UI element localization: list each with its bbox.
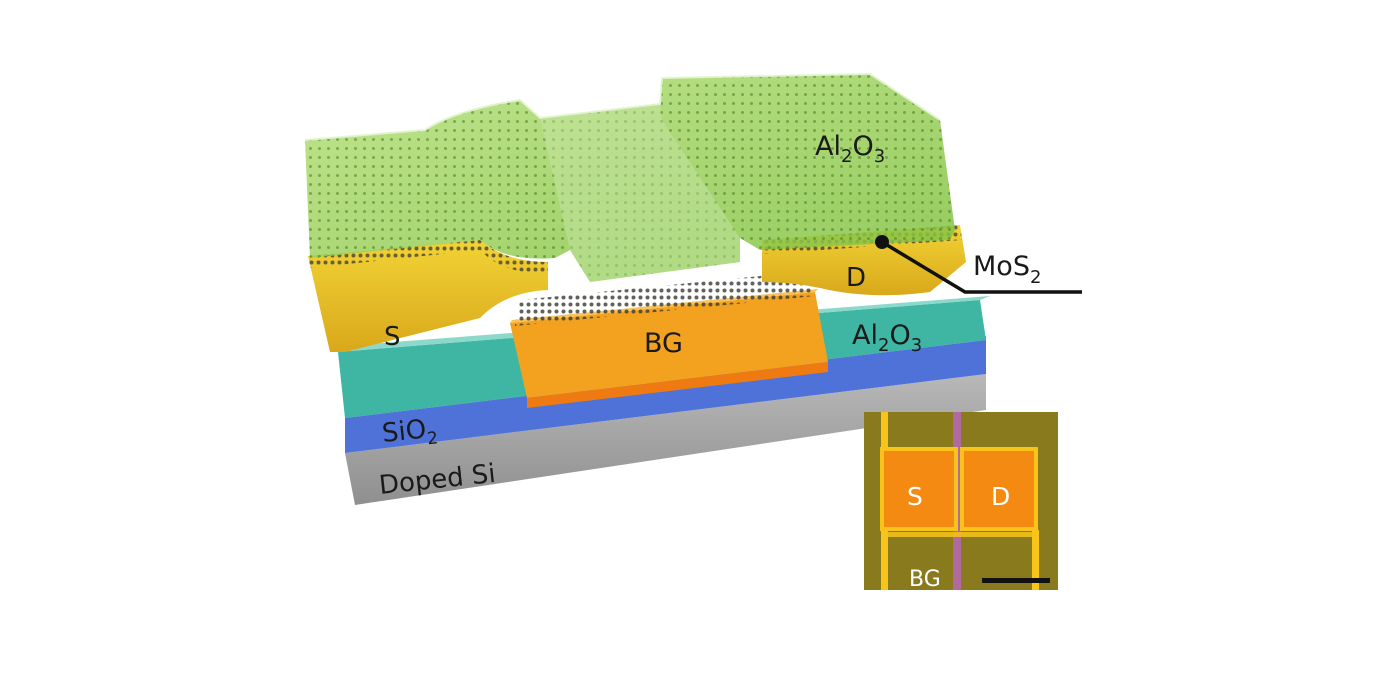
label-mos2: MoS2: [973, 251, 1041, 288]
source-contact: [308, 240, 548, 352]
scale-bar: [982, 578, 1050, 583]
label-al2o3-dielectric: Al2O3: [852, 320, 922, 356]
mos2-channel: [515, 272, 815, 326]
label-al2o3-top: Al2O3: [815, 131, 885, 167]
inset-label-source: S: [907, 482, 923, 511]
mos2-pointer: [875, 235, 1082, 294]
label-back-gate: BG: [644, 328, 683, 359]
label-drain: D: [846, 263, 866, 293]
micrograph-inset: S D BG: [864, 412, 1058, 592]
inset-label-back-gate: BG: [909, 567, 941, 592]
inset-label-drain: D: [991, 482, 1010, 511]
label-source: S: [384, 322, 401, 352]
label-sio2: SiO2: [381, 413, 439, 454]
al2o3-top-cover: [304, 72, 955, 282]
